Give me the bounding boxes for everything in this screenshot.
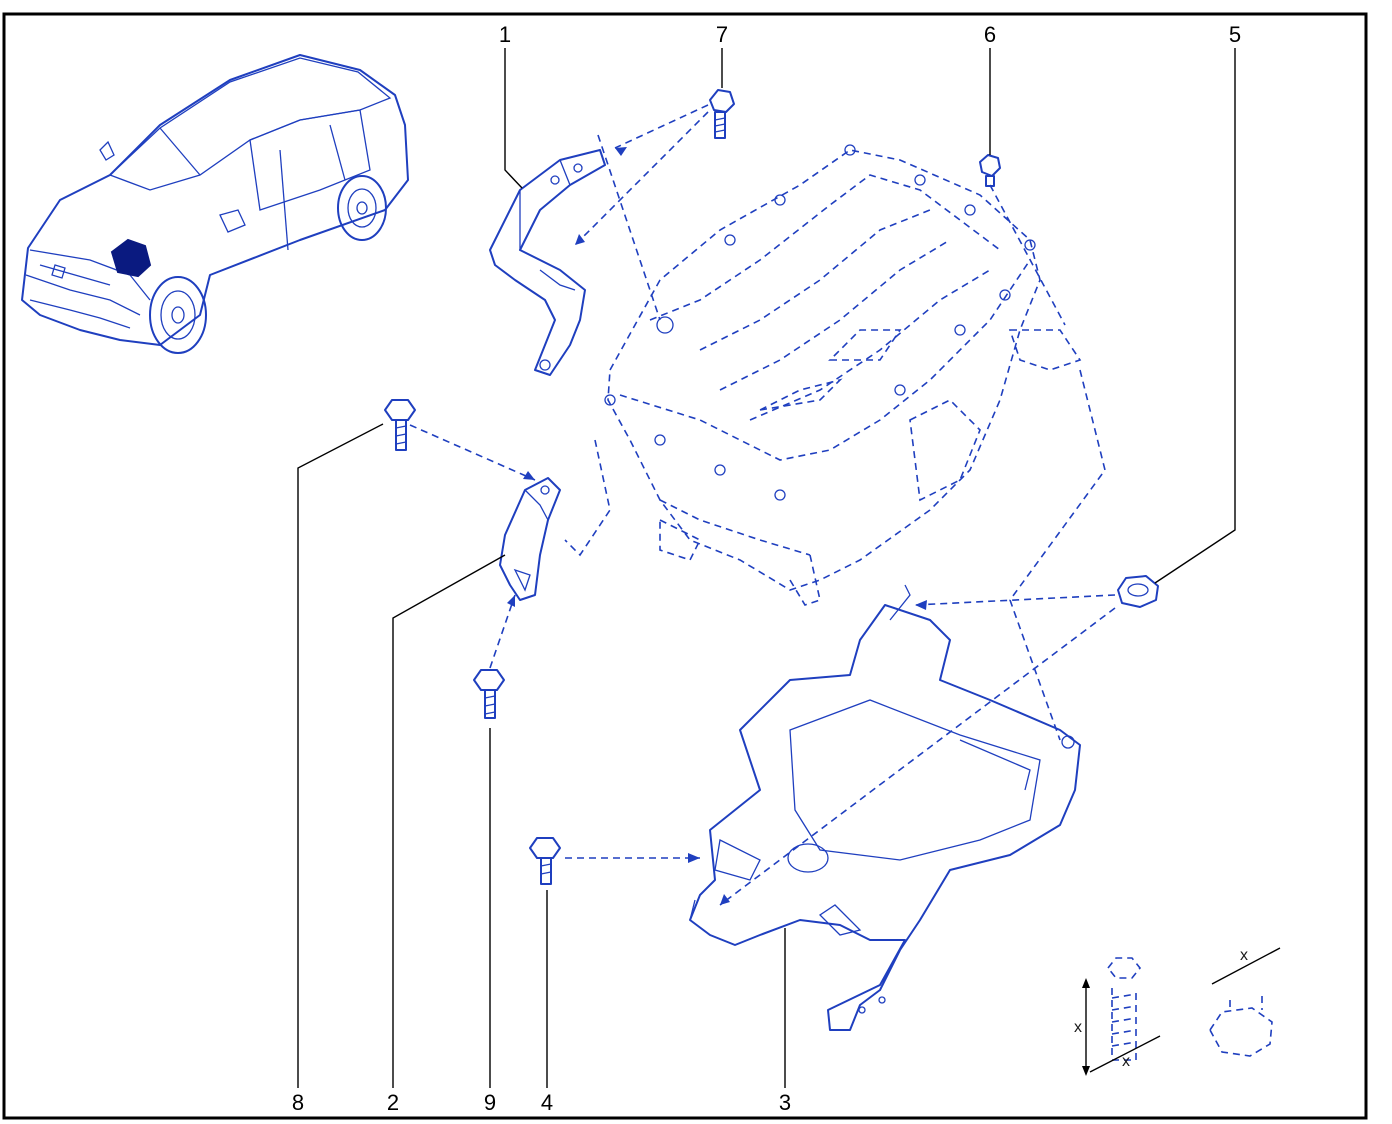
leader-lines bbox=[297, 48, 1236, 1088]
callout-1: 1 bbox=[499, 22, 511, 47]
callout-8: 8 bbox=[292, 1090, 304, 1115]
nut-width-dim: x bbox=[1240, 947, 1248, 964]
inverter-unit bbox=[604, 144, 1082, 606]
vehicle-illustration bbox=[21, 54, 409, 354]
callout-5: 5 bbox=[1229, 22, 1241, 47]
bolt-6 bbox=[979, 154, 1001, 187]
callout-6: 6 bbox=[984, 22, 996, 47]
callout-9: 9 bbox=[484, 1090, 496, 1115]
callout-3: 3 bbox=[779, 1090, 791, 1115]
nut-5 bbox=[1117, 575, 1159, 608]
component-location-highlight bbox=[110, 238, 152, 278]
bracket-1 bbox=[489, 149, 606, 376]
callout-4: 4 bbox=[541, 1090, 553, 1115]
skid-plate-3 bbox=[689, 584, 1081, 1031]
bolt-7 bbox=[709, 89, 735, 139]
bolt-8 bbox=[384, 399, 416, 451]
bracket-2 bbox=[499, 477, 561, 601]
nut-dimension-legend: x bbox=[1209, 947, 1281, 1057]
bolt-9 bbox=[473, 669, 505, 719]
bolt-length-dim: x bbox=[1074, 1019, 1082, 1036]
callout-7: 7 bbox=[716, 22, 728, 47]
callout-2: 2 bbox=[387, 1090, 399, 1115]
bolt-dimension-legend: x x bbox=[1074, 957, 1161, 1076]
bolt-diameter-dim: x bbox=[1122, 1053, 1130, 1070]
assembly-lines bbox=[409, 104, 1116, 906]
diagram-border bbox=[2, 12, 1368, 1120]
bolt-4 bbox=[529, 837, 561, 885]
